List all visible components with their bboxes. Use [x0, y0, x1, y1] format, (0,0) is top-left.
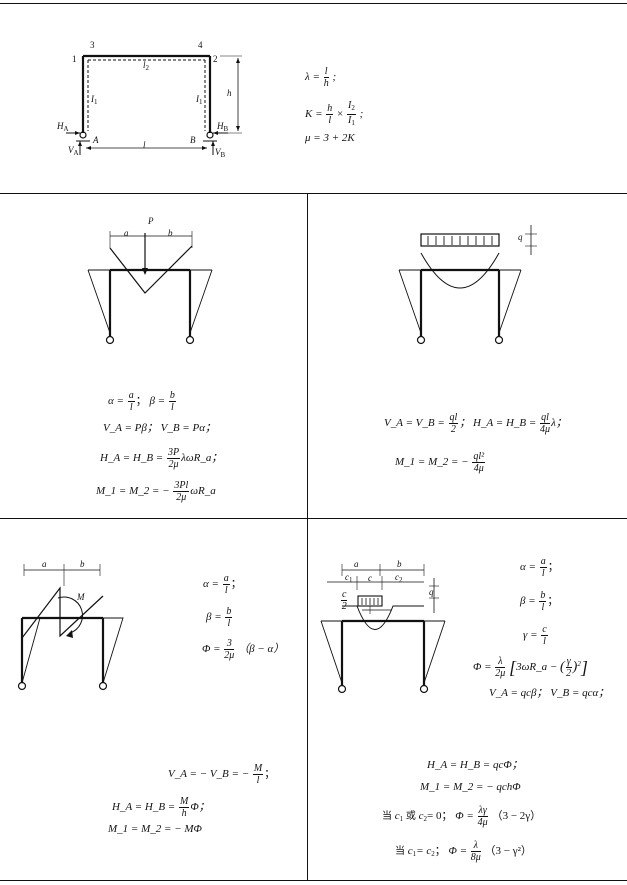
support-b-label: B [190, 135, 196, 145]
row-divider-2 [0, 518, 627, 519]
dimension-a-label: a [124, 228, 129, 238]
left-vertical-reaction-label: VA [68, 145, 79, 157]
header-cell: 1 2 3 4 l2 I1 I1 h HA HB VA VB A B l λ =… [0, 3, 627, 193]
node-label-1: 1 [72, 54, 77, 64]
point-load-moment-diagram [87, 231, 213, 345]
moment-formula: M_1 = M_2 = − qchΦ [420, 781, 521, 793]
uniform-load-moment-diagram [398, 225, 537, 345]
support-a-label: A [93, 135, 99, 145]
portal-frame-diagram [66, 54, 242, 155]
column-divider [307, 193, 308, 880]
table-bottom-border [0, 880, 627, 881]
span-label: l [143, 140, 146, 150]
left-horizontal-reaction-label: HA [57, 121, 69, 133]
left-column-inertia-label: I1 [91, 94, 98, 106]
applied-moment-diagram [17, 564, 124, 691]
dimension-b-label: b [80, 559, 85, 569]
moment-formula: M_1 = M_2 = − MΦ [108, 823, 202, 835]
moment-m-label: M [77, 592, 85, 602]
dimension-a-label: a [42, 559, 47, 569]
node-label-3: 3 [90, 40, 95, 50]
right-vertical-reaction-label: VB [215, 147, 226, 159]
dimension-b-label: b [397, 559, 402, 569]
right-column-inertia-label: I1 [196, 94, 203, 106]
dimension-c2-label: c2 [395, 572, 403, 584]
height-label: h [227, 88, 232, 98]
vertical-reaction-formula: V_A = qcβ； V_B = qcα； [489, 687, 610, 699]
load-p-label: P [148, 216, 154, 226]
partial-load-moment-diagram [320, 564, 446, 694]
beam-inertia-label: l2 [143, 60, 150, 72]
load-q-label: q [429, 587, 434, 597]
row-divider-1 [0, 193, 627, 194]
node-label-4: 4 [198, 40, 203, 50]
table-top-border [0, 3, 627, 4]
right-horizontal-reaction-label: HB [217, 121, 229, 133]
load-q-label: q [518, 232, 523, 242]
mu-formula: μ = 3 + 2K [305, 132, 355, 144]
dimension-c1-label: c1 [345, 572, 353, 584]
dimension-b-label: b [168, 228, 173, 238]
horizontal-reaction-formula: H_A = H_B = qcΦ； [427, 759, 523, 771]
node-label-2: 2 [213, 54, 218, 64]
dimension-c-label: c [368, 573, 372, 583]
dimension-a-label: a [354, 559, 359, 569]
vertical-reaction-formula: V_A = Pβ； V_B = Pα； [103, 422, 216, 434]
